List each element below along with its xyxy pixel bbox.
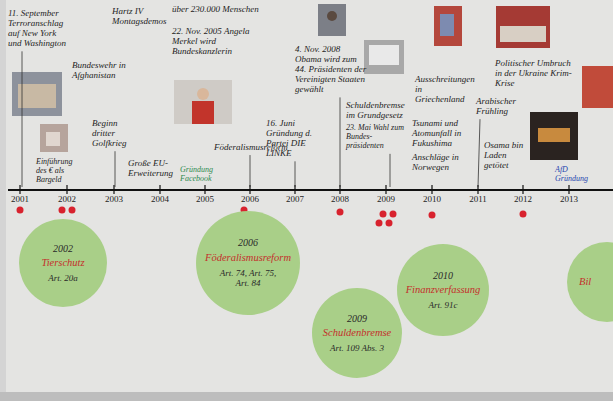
circle-title: Schuldenbremse xyxy=(323,327,391,339)
photo xyxy=(40,124,68,152)
year-label: 2001 xyxy=(6,194,34,204)
photo xyxy=(364,40,404,74)
topic-circle: 2006FöderalismusreformArt. 74, Art. 75, … xyxy=(196,211,300,315)
timeline-note: Arabischer Frühling xyxy=(476,96,524,116)
circle-article: Art. 109 Abs. 3 xyxy=(330,343,384,353)
year-label: 2006 xyxy=(236,194,264,204)
timeline-note: Bundeswehr in Afghanistan xyxy=(72,60,126,80)
year-label: 2003 xyxy=(100,194,128,204)
timeline-note: Osama bin Laden getötet xyxy=(484,140,528,170)
leader-line xyxy=(22,51,23,187)
photo xyxy=(318,4,346,36)
timeline-note: AfD Gründung xyxy=(555,166,597,184)
photo xyxy=(174,80,232,124)
circle-year: 2010 xyxy=(433,270,453,282)
timeline-note: Ausschreitungen in Griechenland xyxy=(415,74,473,104)
circle-year: 2002 xyxy=(53,243,73,255)
photo-detail xyxy=(327,11,337,21)
circle-year: 2006 xyxy=(238,237,258,249)
timeline-note: Gründung Facebook xyxy=(180,166,226,184)
circle-article: Art. 20a xyxy=(48,273,78,283)
photo-detail xyxy=(500,26,546,42)
circle-article: Art. 74, Art. 75, Art. 84 xyxy=(212,268,284,289)
photo xyxy=(434,6,462,46)
timeline-note: Hartz IV Montagsdemos xyxy=(112,6,168,26)
leader-line xyxy=(478,119,480,187)
year-label: 2004 xyxy=(146,194,174,204)
photo xyxy=(582,66,613,108)
photo-detail xyxy=(46,132,60,146)
circle-title: Bil xyxy=(579,276,591,288)
timeline-note: über 230.000 Menschen xyxy=(172,4,268,14)
leader-line xyxy=(340,97,341,187)
photo-detail xyxy=(18,84,56,108)
photos xyxy=(12,4,613,160)
photo-detail xyxy=(369,45,399,65)
topic-circle: 2009SchuldenbremseArt. 109 Abs. 3 xyxy=(312,288,402,378)
wall xyxy=(0,392,613,401)
circle-title: Finanzverfassung xyxy=(406,284,481,296)
timeline-note: Anschläge in Norwegen xyxy=(412,152,468,172)
photo-detail xyxy=(192,101,214,124)
circle-title: Föderalismusreform xyxy=(205,252,291,264)
timeline-note: Einführung des € als Bargeld xyxy=(36,158,74,185)
photo xyxy=(496,6,550,48)
year-label: 2002 xyxy=(53,194,81,204)
photo xyxy=(12,72,62,116)
topic-circle: 2002TierschutzArt. 20a xyxy=(19,219,107,307)
leader-line xyxy=(115,151,116,187)
photo-detail xyxy=(197,88,209,100)
photo-detail xyxy=(538,128,570,142)
year-label: 2010 xyxy=(418,194,446,204)
leader-line xyxy=(250,155,251,187)
poster-sheet xyxy=(6,0,613,392)
timeline-note: Große EU-Erweiterung xyxy=(128,158,176,178)
timeline-note: Tsunami und Atomunfall in Fukushima xyxy=(412,118,474,148)
timeline-note: 23. Mai Wahl zum Bundes- präsidenten xyxy=(346,124,408,151)
photo-detail xyxy=(440,14,454,36)
year-label: 2012 xyxy=(509,194,537,204)
year-label: 2007 xyxy=(281,194,309,204)
timeline-note: 11. September Terroranschlag auf New Yor… xyxy=(8,8,70,48)
leader-line xyxy=(295,161,296,187)
circle-year: 2009 xyxy=(347,313,367,325)
timeline-note: Schuldenbremse im Grundgesetz xyxy=(346,100,408,120)
leader-line xyxy=(390,154,391,187)
year-label: 2005 xyxy=(191,194,219,204)
year-label: 2008 xyxy=(326,194,354,204)
year-label: 2013 xyxy=(555,194,583,204)
year-label: 2011 xyxy=(464,194,492,204)
timeline-note: Beginn dritter Golfkrieg xyxy=(92,118,138,148)
year-label: 2009 xyxy=(372,194,400,204)
circle-title: Tierschutz xyxy=(41,257,84,269)
timeline-note: 4. Nov. 2008 Obama wird zum 44. Präsiden… xyxy=(295,44,367,94)
year-ticks xyxy=(20,185,569,194)
timeline-note: 22. Nov. 2005 Angela Merkel wird Bundesk… xyxy=(172,26,254,56)
circle-article: Art. 91c xyxy=(428,300,457,310)
topic-circle: 2010FinanzverfassungArt. 91c xyxy=(397,244,490,337)
photo xyxy=(530,112,578,160)
timeline-axis xyxy=(8,189,613,191)
timeline-note: Politischer Umbruch in der Ukraine Krim-… xyxy=(495,58,577,88)
timeline-note: 16. Juni Gründung d. Partei DIE LINKE xyxy=(266,118,326,158)
leader-lines xyxy=(22,51,480,187)
